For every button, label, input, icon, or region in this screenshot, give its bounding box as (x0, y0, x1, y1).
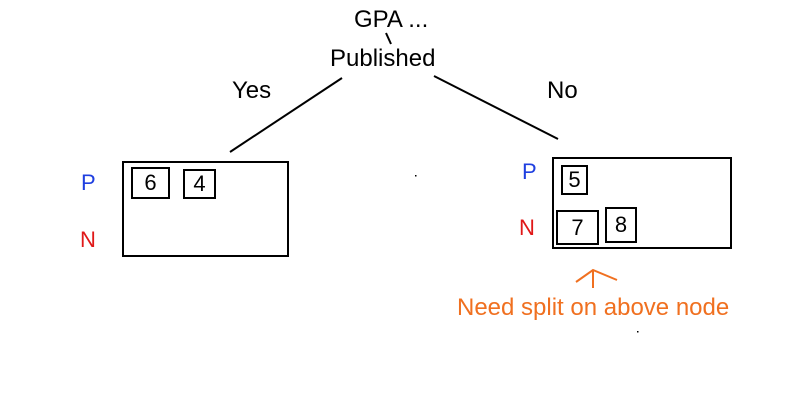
annotation-arrow (575, 268, 618, 283)
left-leaf-p-item: 4 (183, 169, 216, 199)
connector-tick (385, 32, 392, 45)
left-leaf-n-label: N (80, 227, 96, 252)
stray-dot (637, 331, 639, 333)
right-leaf-n-item: 8 (605, 207, 637, 243)
right-leaf-n-label: N (519, 215, 535, 240)
branch-no-label: No (547, 77, 578, 104)
branch-no-edge (433, 75, 559, 140)
right-leaf-p-item: 5 (561, 165, 588, 195)
left-leaf-p-item: 6 (131, 167, 170, 199)
left-leaf-p-label: P (81, 170, 96, 195)
right-leaf-p-label: P (522, 159, 537, 184)
stray-dot (415, 175, 417, 177)
annotation-text: Need split on above node (457, 294, 730, 321)
right-leaf-n-item: 7 (556, 210, 599, 245)
root-split-label: Published (330, 45, 436, 72)
branch-yes-label: Yes (232, 77, 272, 104)
branch-yes-edge (229, 77, 343, 153)
root-top-label: GPA ... (354, 6, 429, 33)
